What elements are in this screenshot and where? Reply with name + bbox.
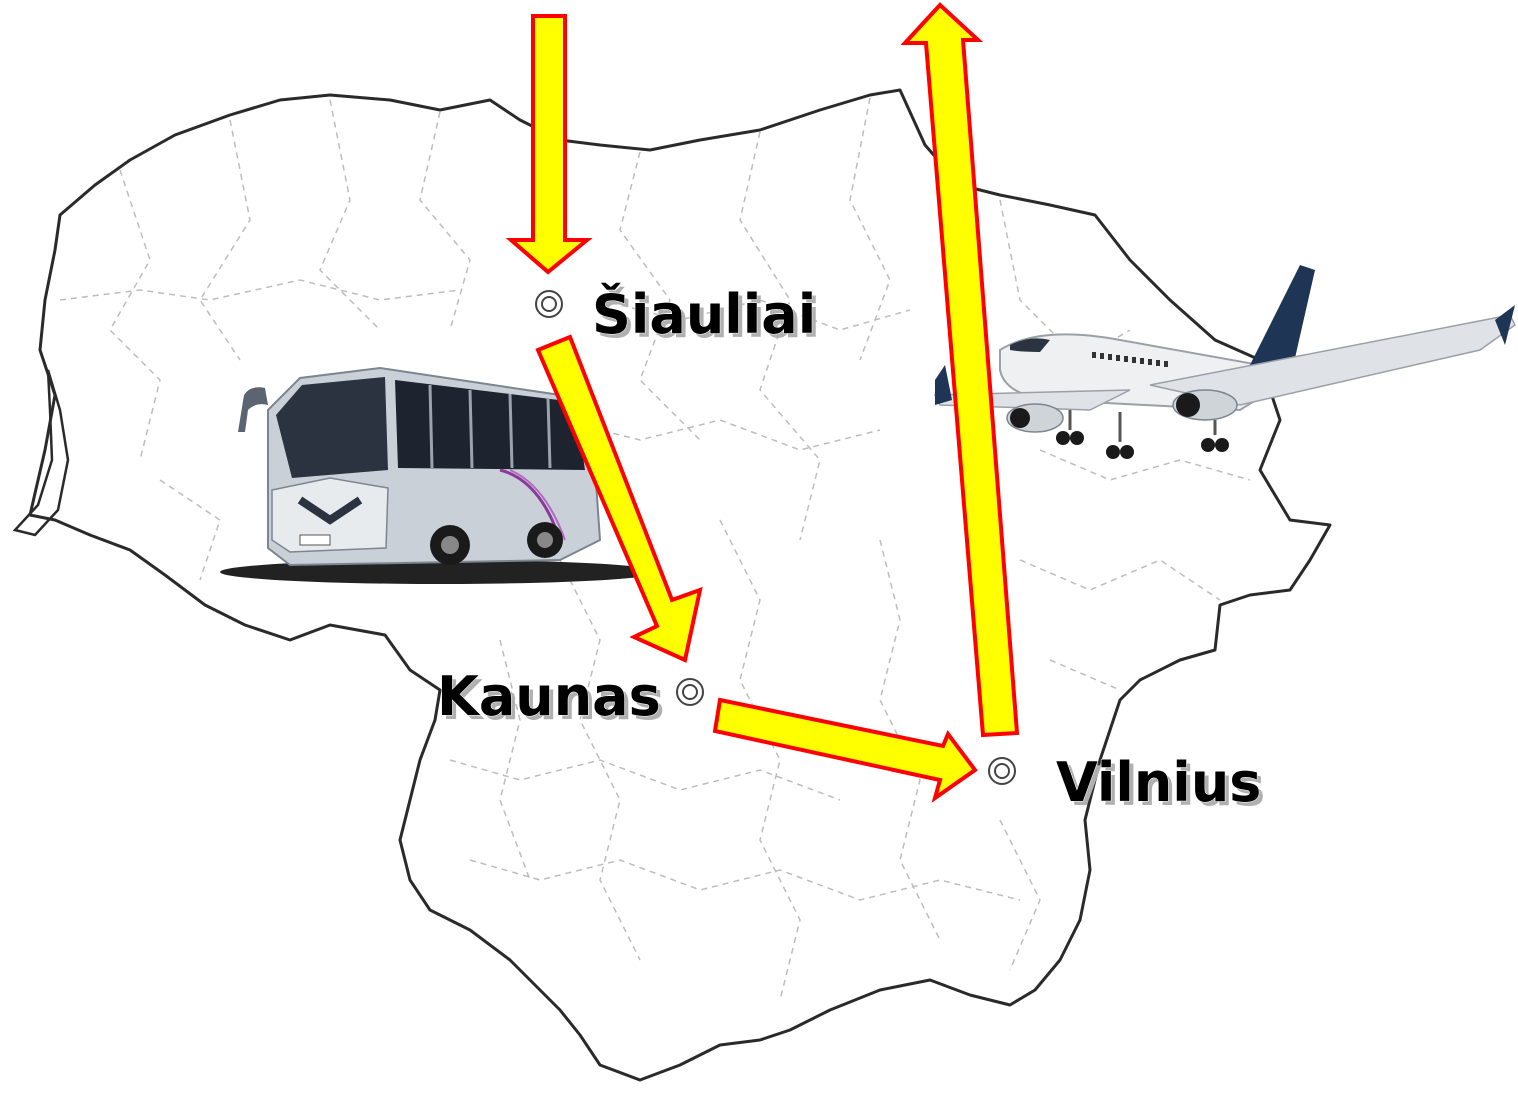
- route-arrows: [505, 2, 1020, 803]
- airplane-icon: [933, 265, 1516, 459]
- curonian-spit: [12, 369, 70, 537]
- kaunas-label: Kaunas: [437, 665, 661, 728]
- vilnius-label: Vilnius: [1056, 751, 1261, 814]
- city-marker-icon: [535, 290, 563, 318]
- arrow-in-to-siauliai: [505, 14, 593, 275]
- siauliai-label: Šiauliai: [592, 283, 816, 346]
- district-borders: [59, 97, 1251, 1001]
- siauliai-label-shadow: Šiauliai: [596, 287, 820, 350]
- city-marker-icon: [988, 757, 1016, 785]
- kaunas-label-shadow: Kaunas: [441, 669, 665, 732]
- lithuania-border: [28, 88, 1332, 1082]
- vilnius-label-shadow: Vilnius: [1060, 755, 1265, 818]
- city-markers: [535, 290, 1016, 785]
- bus-icon: [220, 366, 660, 584]
- arrow-kaunas-to-vilnius: [712, 697, 978, 803]
- arrow-siauliai-to-kaunas: [535, 334, 703, 663]
- city-marker-icon: [676, 678, 704, 706]
- arrow-vilnius-out: [900, 2, 1020, 738]
